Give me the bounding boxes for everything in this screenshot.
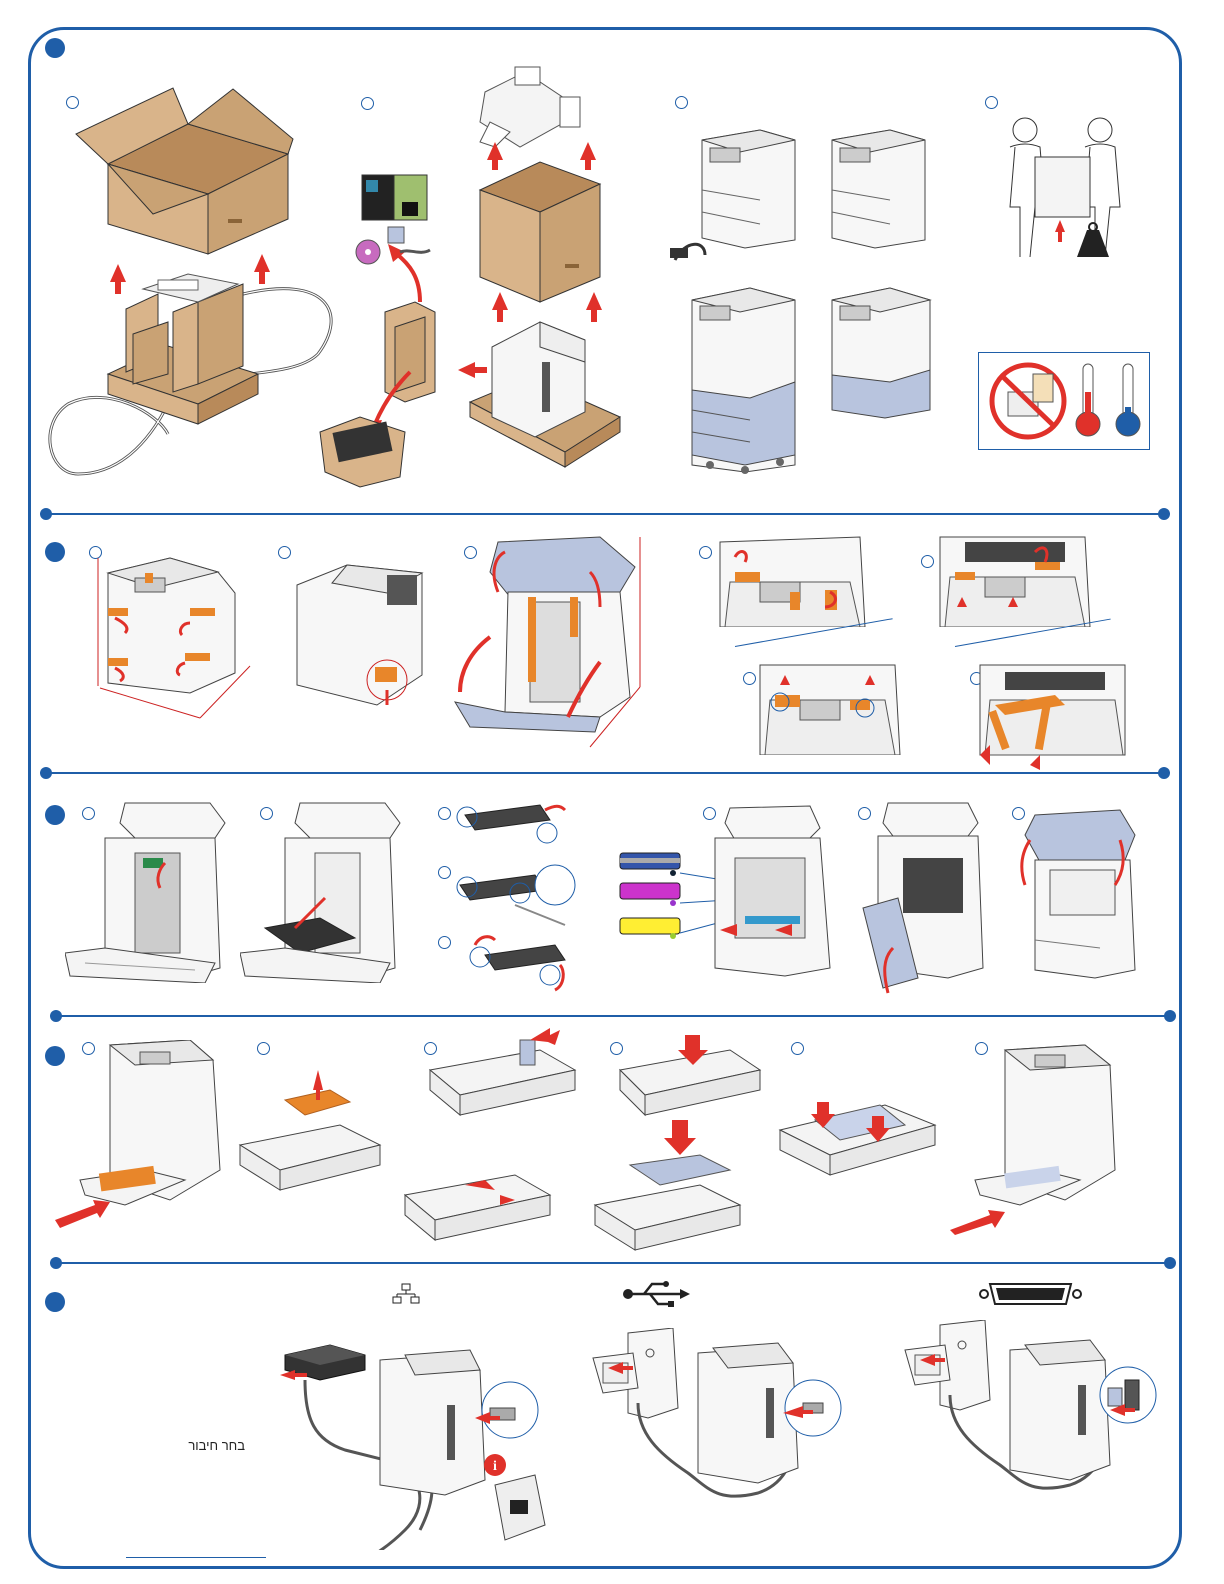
connection-caption: בחר חיבור <box>183 1438 245 1453</box>
divider-1 <box>46 513 1164 515</box>
remove-internal-tape-3 <box>755 660 905 755</box>
network-icon <box>392 1283 420 1305</box>
section-5-marker <box>45 1292 65 1312</box>
remove-internal-tape-4 <box>975 660 1130 770</box>
remove-tray-packing-illustration <box>235 1060 385 1200</box>
unpack-box-illustration <box>48 84 348 484</box>
close-front-door-illustration <box>858 798 998 998</box>
step-circle <box>438 866 451 879</box>
divider-3 <box>56 1015 1170 1017</box>
pull-tray-illustration <box>55 1040 230 1230</box>
parallel-connection-illustration <box>900 1320 1165 1505</box>
close-top-cover-illustration <box>1010 800 1150 980</box>
parallel-port-icon <box>978 1282 1083 1306</box>
section-2-marker <box>45 542 65 562</box>
insert-cartridges-illustration <box>605 798 835 978</box>
step-circle <box>675 96 688 109</box>
remove-internal-tape-1 <box>710 532 875 627</box>
network-connection-illustration: i <box>275 1340 555 1550</box>
divider-4 <box>56 1262 1170 1264</box>
step-circle <box>985 96 998 109</box>
usb-icon <box>622 1280 692 1308</box>
step-circle <box>921 555 934 568</box>
step-circle <box>791 1042 804 1055</box>
footer-line <box>126 1557 266 1558</box>
prepare-cartridge-illustration <box>455 795 585 1005</box>
step-circle <box>278 546 291 559</box>
step-circle <box>438 807 451 820</box>
open-front-door-illustration <box>65 798 230 983</box>
remove-accessories-illustration <box>310 62 630 492</box>
printer-models-illustration <box>670 120 940 480</box>
insert-tray-illustration <box>950 1040 1125 1235</box>
svg-text:i: i <box>493 1459 497 1474</box>
environment-warning-illustration <box>978 352 1150 450</box>
lift-printer-illustration <box>995 112 1145 262</box>
remove-internal-tape-2 <box>935 532 1095 627</box>
load-paper-illustration <box>590 1030 770 1260</box>
step-circle <box>438 936 451 949</box>
remove-tape-back-illustration <box>292 555 432 715</box>
step-circle <box>257 1042 270 1055</box>
press-paper-down-illustration <box>775 1080 940 1190</box>
remove-transfer-unit-illustration <box>240 798 405 983</box>
open-top-cover-illustration <box>450 532 650 752</box>
section-1-marker <box>45 38 65 58</box>
adjust-guides-illustration <box>400 1020 580 1250</box>
usb-connection-illustration <box>588 1328 858 1508</box>
divider-2 <box>46 772 1164 774</box>
remove-tape-front-illustration <box>90 548 260 723</box>
section-3-marker <box>45 805 65 825</box>
